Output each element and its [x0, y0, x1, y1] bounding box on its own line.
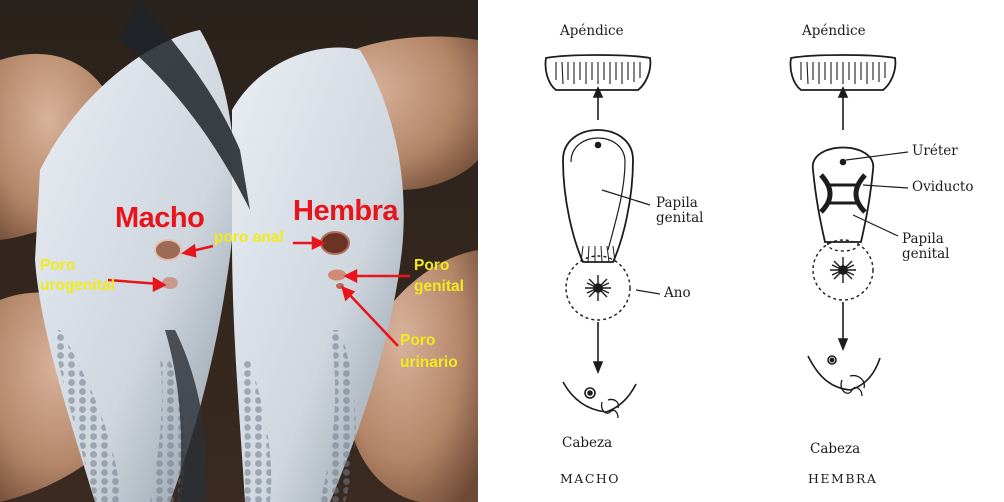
poro-anal-label: poro anal [214, 230, 284, 246]
hembra-label: Hembra [293, 196, 398, 226]
poro-genital-label: Poro genital [414, 258, 464, 296]
female-papilla-line-2: genital [902, 247, 949, 262]
male-drawing [545, 55, 660, 418]
male-appendix-label: Apéndice [560, 24, 624, 39]
female-papilla-line-1: Papila [902, 232, 949, 247]
male-urogenital-pore [162, 277, 178, 289]
female-papilla-label: Papila genital [902, 232, 949, 262]
male-head-label: Cabeza [562, 436, 612, 451]
male-papilla-line-1: Papila [656, 196, 703, 211]
female-ureter-label: Uréter [912, 144, 958, 159]
poro-urinario-label: Poro urinario [400, 333, 458, 372]
male-papilla-label: Papila genital [656, 196, 703, 226]
female-sex-label: HEMBRA [808, 472, 877, 486]
poro-urogenital-label: Poro urogenital [40, 258, 115, 295]
male-anal-pore [155, 240, 181, 260]
female-head-label: Cabeza [810, 442, 860, 457]
poro-urogenital-line-2: urogenital [40, 278, 115, 294]
poro-urinario-line-1: Poro [400, 333, 458, 349]
female-genital-pore [328, 270, 346, 281]
fish-photo-illustration [0, 0, 478, 502]
female-drawing [790, 55, 908, 396]
fish-photo: Macho Hembra poro anal Poro urogenital P… [0, 0, 478, 502]
female-appendix-label: Apéndice [802, 24, 866, 39]
male-anus-label: Ano [664, 286, 691, 301]
male-sex-label: MACHO [560, 472, 620, 486]
poro-genital-line-1: Poro [414, 258, 464, 274]
anatomy-diagram: Apéndice Papila genital Ano Cabeza MACHO… [478, 0, 1004, 502]
female-oviduct-label: Oviducto [912, 180, 973, 195]
male-papilla-line-2: genital [656, 211, 703, 226]
poro-urinario-line-2: urinario [400, 355, 458, 371]
poro-urogenital-line-1: Poro [40, 258, 115, 274]
poro-genital-line-2: genital [414, 279, 464, 295]
macho-label: Macho [115, 203, 204, 233]
